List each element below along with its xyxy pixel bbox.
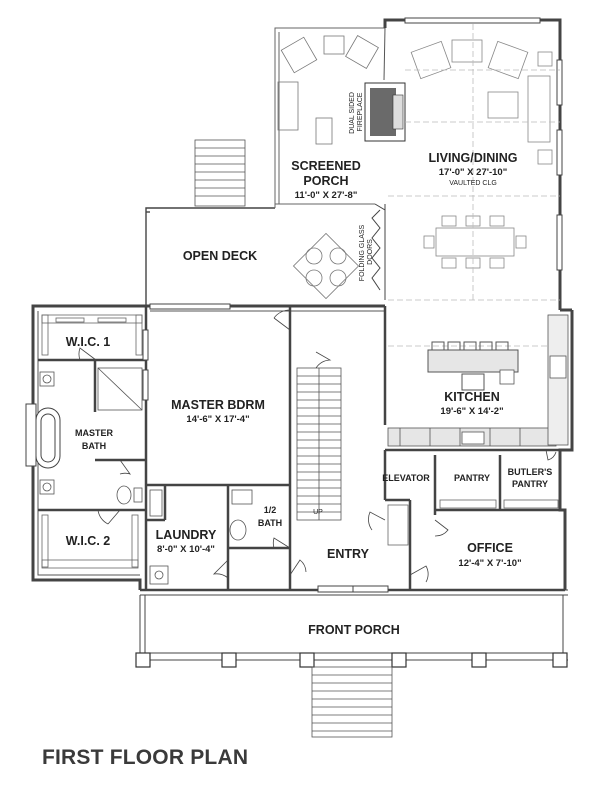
folding-doors-note: FOLDING GLASS DOORS — [359, 223, 374, 281]
entry-label: ENTRY — [327, 547, 370, 561]
laundry-label: LAUNDRY — [156, 528, 217, 542]
folding-doors-note-2: DOORS — [367, 239, 374, 265]
office-dims: 12'-4" X 7'-10" — [458, 558, 521, 569]
screened-porch-label: SCREENED — [291, 159, 360, 173]
open-deck-outline — [145, 207, 275, 306]
pantry-shelves — [387, 499, 559, 546]
master-bath-label-2: BATH — [82, 441, 106, 451]
stair-up-label: UP — [313, 509, 323, 516]
living-dining-walls — [383, 18, 572, 312]
main-stairs — [296, 367, 342, 521]
master-bath-label: MASTER — [75, 428, 114, 438]
fireplace — [364, 27, 406, 142]
laundry-fixtures — [149, 489, 253, 585]
office-label: OFFICE — [467, 541, 513, 555]
front-porch-label: FRONT PORCH — [308, 623, 400, 637]
master-bdrm-dims: 14'-6" X 17'-4" — [186, 414, 249, 425]
bath-fixtures — [39, 367, 143, 505]
living-dining-dims: 17'-0" X 27'-10" — [439, 167, 507, 178]
screened-porch-walls — [274, 27, 385, 208]
kitchen-label: KITCHEN — [444, 390, 500, 404]
pantry-label: PANTRY — [454, 473, 490, 483]
room-labels: SCREENED PORCH 11'-0" X 27'-8" DUAL SIDE… — [66, 90, 553, 637]
fireplace-note-1: DUAL SIDED — [349, 92, 356, 134]
screened-porch-label-2: PORCH — [303, 174, 348, 188]
kitchen-counters — [387, 314, 569, 447]
porch-furniture — [277, 35, 379, 300]
elevator-label: ELEVATOR — [382, 473, 430, 483]
entry-door — [317, 585, 389, 593]
laundry-dims: 8'-0" X 10'-4" — [157, 544, 215, 555]
master-bdrm-windows — [142, 303, 231, 401]
half-bath-label: 1/2 — [264, 505, 277, 515]
living-windows — [404, 17, 563, 271]
folding-doors-note-1: FOLDING GLASS — [359, 224, 366, 281]
fireplace-note: DUAL SIDED FIREPLACE — [349, 90, 364, 134]
kitchen-dims: 19'-6" X 14'-2" — [440, 406, 503, 417]
living-dashed-lines — [388, 24, 560, 347]
front-stairs — [311, 666, 393, 738]
half-bath-label-2: BATH — [258, 518, 282, 528]
living-dining-label: LIVING/DINING — [429, 151, 518, 165]
screened-porch-dims: 11'-0" X 27'-8" — [295, 190, 358, 201]
plan-title: FIRST FLOOR PLAN — [42, 746, 249, 769]
living-dining-note: VAULTED CLG — [449, 180, 497, 187]
master-bath-window — [25, 403, 61, 469]
folding-doors — [371, 203, 386, 300]
rear-deck-stairs — [194, 139, 246, 207]
open-deck-label: OPEN DECK — [183, 249, 257, 263]
porch-columns — [135, 652, 568, 668]
door-swings — [78, 309, 557, 583]
butlers-pantry-label-2: PANTRY — [512, 479, 548, 489]
master-bdrm-label: MASTER BDRM — [171, 398, 265, 412]
living-furniture — [410, 39, 553, 269]
master-bdrm-walls — [144, 306, 292, 590]
exterior-walls-thin — [37, 310, 385, 576]
wic2-label: W.I.C. 2 — [66, 534, 111, 548]
kitchen-island — [427, 341, 519, 391]
closet-shelves — [41, 314, 143, 569]
fireplace-note-2: FIREPLACE — [357, 92, 364, 131]
wic1-label: W.I.C. 1 — [66, 335, 111, 349]
laundry-bath-walls — [146, 485, 292, 590]
butlers-pantry-label: BUTLER'S — [508, 467, 553, 477]
